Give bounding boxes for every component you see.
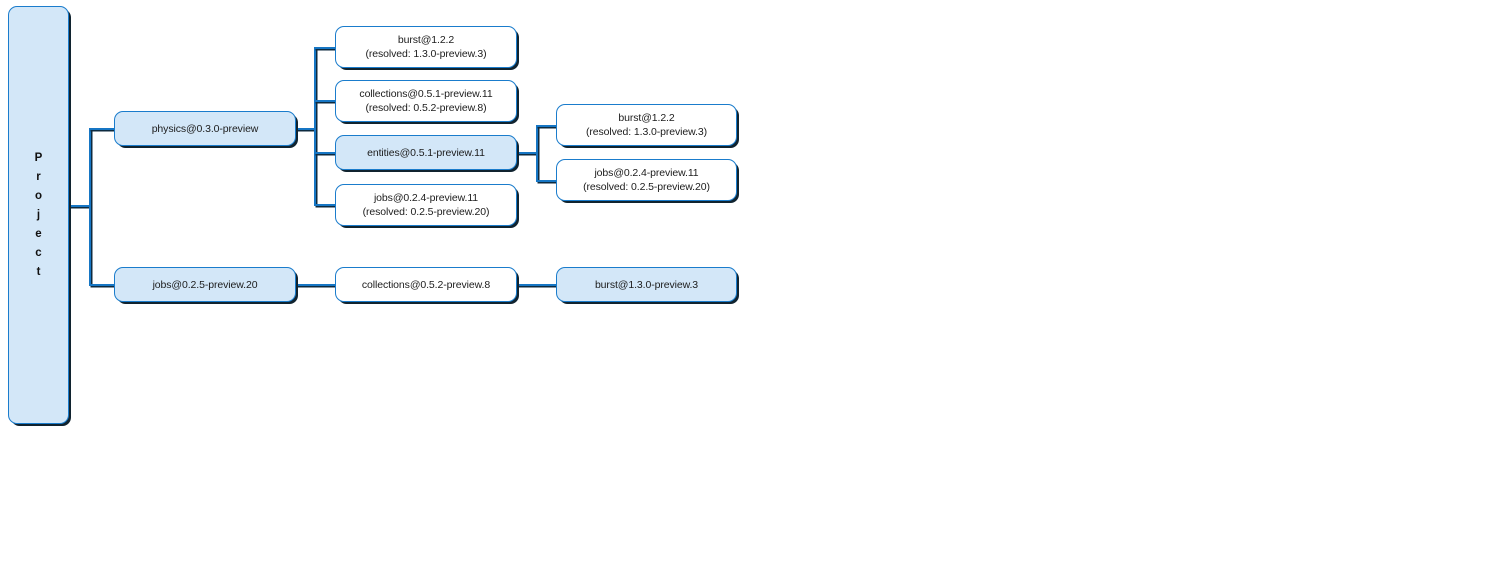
node-entities-burst-resolved: (resolved: 1.3.0-preview.3) (585, 126, 708, 138)
node-physics-jobs[interactable]: jobs@0.2.4-preview.11 (resolved: 0.2.5-p… (335, 184, 517, 226)
project-label: P r o j e c t (34, 151, 43, 278)
node-physics-entities[interactable]: entities@0.5.1-preview.11 (335, 135, 517, 170)
node-entities-jobs-resolved: (resolved: 0.2.5-preview.20) (583, 181, 710, 193)
node-jobs-collections-burst-label: burst@1.3.0-preview.3 (594, 278, 699, 291)
node-physics-burst-label: burst@1.2.2 (397, 34, 455, 46)
connector-jobsroot-to-collections (295, 284, 336, 286)
node-physics-label: physics@0.3.0-preview (151, 122, 259, 135)
connector-entities-children-bus (536, 125, 538, 181)
node-jobs-root-label: jobs@0.2.5-preview.20 (152, 278, 258, 291)
node-jobs-collections-label: collections@0.5.2-preview.8 (361, 278, 491, 291)
node-jobs-collections[interactable]: collections@0.5.2-preview.8 (335, 267, 517, 302)
connector-to-physics (89, 128, 114, 130)
connector-to-jobs-root (89, 284, 114, 286)
connector-entities-to-burst (536, 125, 557, 127)
connector-physics-out (295, 128, 316, 130)
node-jobs-root[interactable]: jobs@0.2.5-preview.20 (114, 267, 296, 302)
connector-physics-to-burst (314, 47, 336, 49)
node-physics-collections[interactable]: collections@0.5.1-preview.11 (resolved: … (335, 80, 517, 122)
node-entities-burst[interactable]: burst@1.2.2 (resolved: 1.3.0-preview.3) (556, 104, 737, 146)
connector-project-trunk (69, 205, 91, 207)
node-project-root[interactable]: P r o j e c t (8, 6, 69, 424)
node-physics-entities-label: entities@0.5.1-preview.11 (367, 146, 485, 159)
connector-collections-to-burst (516, 284, 557, 286)
connector-physics-to-jobs (314, 204, 336, 206)
connector-entities-to-jobs (536, 180, 557, 182)
node-physics-burst[interactable]: burst@1.2.2 (resolved: 1.3.0-preview.3) (335, 26, 517, 68)
node-jobs-collections-burst[interactable]: burst@1.3.0-preview.3 (556, 267, 737, 302)
node-physics-jobs-label: jobs@0.2.4-preview.11 (373, 192, 479, 204)
node-entities-jobs-label: jobs@0.2.4-preview.11 (594, 167, 699, 179)
connector-level1-bus (89, 128, 91, 285)
node-entities-jobs[interactable]: jobs@0.2.4-preview.11 (resolved: 0.2.5-p… (556, 159, 737, 201)
node-physics-collections-label: collections@0.5.1-preview.11 (359, 88, 493, 100)
connector-physics-to-collections (314, 100, 336, 102)
connector-entities-out (516, 152, 537, 154)
node-physics-jobs-resolved: (resolved: 0.2.5-preview.20) (362, 206, 490, 218)
node-entities-burst-label: burst@1.2.2 (618, 112, 675, 124)
node-physics-burst-resolved: (resolved: 1.3.0-preview.3) (365, 48, 487, 60)
connector-physics-to-entities (314, 152, 336, 154)
node-physics-collections-resolved: (resolved: 0.5.2-preview.8) (365, 102, 487, 114)
node-physics[interactable]: physics@0.3.0-preview (114, 111, 296, 146)
connector-physics-children-bus (314, 47, 316, 205)
